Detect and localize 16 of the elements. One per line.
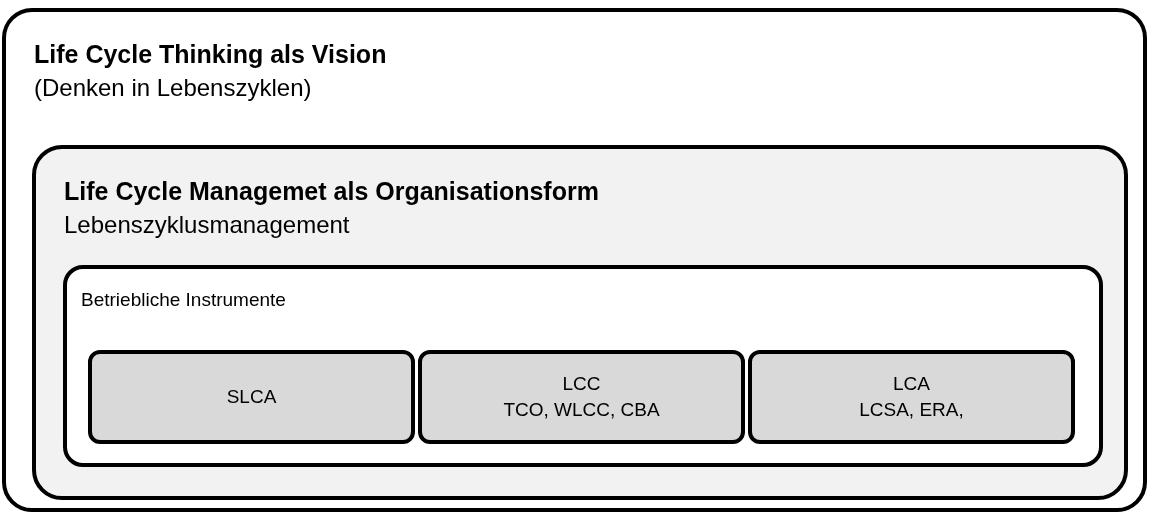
box-subheading: Lebenszyklusmanagement (64, 209, 350, 240)
container-box (2, 8, 1147, 512)
box-subheading: (Denken in Lebenszyklen) (34, 72, 312, 103)
box-heading: Life Cycle Thinking als Vision (34, 39, 387, 70)
instrument-name: LCA (893, 372, 930, 397)
instrument-name: LCC (562, 372, 601, 397)
instrument-details: LCSA, ERA, (859, 398, 964, 422)
instrument-name: SLCA (226, 385, 277, 410)
instrument-details: TCO, WLCC, CBA (503, 398, 660, 422)
instrument-box (748, 350, 1075, 444)
container-box (32, 145, 1128, 500)
instrument-box (418, 350, 745, 444)
box-heading: Betriebliche Instrumente (81, 288, 286, 312)
instrument-box (88, 350, 415, 444)
group-box (63, 265, 1103, 467)
box-heading: Life Cycle Managemet als Organisationsform (64, 176, 599, 207)
